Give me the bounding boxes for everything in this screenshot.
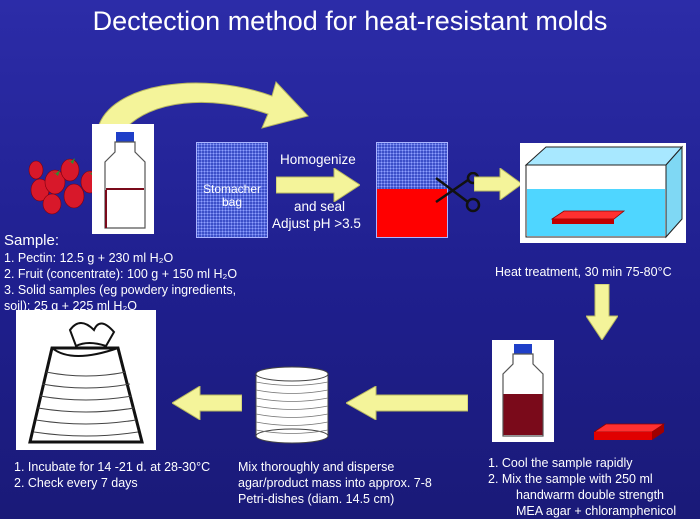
adjust-ph-text: Adjust pH >3.5 [272, 216, 361, 231]
petri-dish-stack-image [255, 366, 329, 444]
homogenate-fill [377, 189, 447, 237]
arrow-left-icon [172, 386, 242, 420]
arrow-right-icon [276, 168, 360, 202]
stomacher-bag-label: Stomacher bag [202, 182, 262, 209]
mix-line: Petri-dishes (diam. 14.5 cm) [238, 492, 395, 506]
seal-text: and seal [294, 199, 346, 214]
stomacher-bag: Stomacher bag [196, 142, 268, 238]
arrow-down-icon [586, 284, 618, 340]
arrow-left-icon [346, 386, 468, 420]
incubate-item: 1. Incubate for 14 -21 d. at 28-30°C [14, 460, 211, 474]
incubate-list: 1. Incubate for 14 -21 d. at 28-30°C 2. … [14, 459, 210, 491]
incubation-bag-image [16, 310, 156, 450]
cool-item: 1. Cool the sample rapidly [488, 456, 633, 470]
cool-item: 2. Mix the sample with 250 ml [488, 472, 653, 486]
page-title: Dectection method for heat-resistant mol… [92, 6, 608, 36]
sample-item: 1. Pectin: 12.5 g + 230 ml H₂O [4, 251, 174, 265]
cool-item: MEA agar + chloramphenicol [516, 504, 677, 518]
strawberries-image [28, 158, 100, 215]
sample-item: soil): 25 g + 225 ml H₂O [4, 299, 138, 313]
mix-line: Mix thoroughly and disperse [238, 460, 395, 474]
sample-list: 1. Pectin: 12.5 g + 230 ml H₂O 2. Fruit … [4, 250, 237, 314]
agar-slab-icon [594, 423, 666, 440]
sample-heading: Sample: [4, 232, 60, 249]
sample-item: 3. Solid samples (eg powdery ingredients… [4, 283, 237, 297]
heat-treatment-text: Heat treatment, 30 min 75-80°C [495, 265, 672, 279]
mix-text: Mix thoroughly and disperse agar/product… [238, 459, 432, 507]
arrow-right-icon [474, 168, 522, 200]
incubate-item: 2. Check every 7 days [14, 476, 138, 490]
sample-item: 2. Fruit (concentrate): 100 g + 150 ml H… [4, 267, 238, 281]
bottle-image [92, 124, 154, 234]
homogenize-text: Homogenize [280, 152, 356, 167]
cool-item: handwarm double strength [516, 488, 665, 502]
water-bath-image [520, 143, 686, 243]
sealed-bag [376, 142, 448, 238]
cool-list: 1. Cool the sample rapidly 2. Mix the sa… [488, 455, 676, 519]
bottle-agar-image [492, 340, 554, 442]
mix-line: agar/product mass into approx. 7-8 [238, 476, 432, 490]
curved-arrow-icon [97, 81, 309, 131]
